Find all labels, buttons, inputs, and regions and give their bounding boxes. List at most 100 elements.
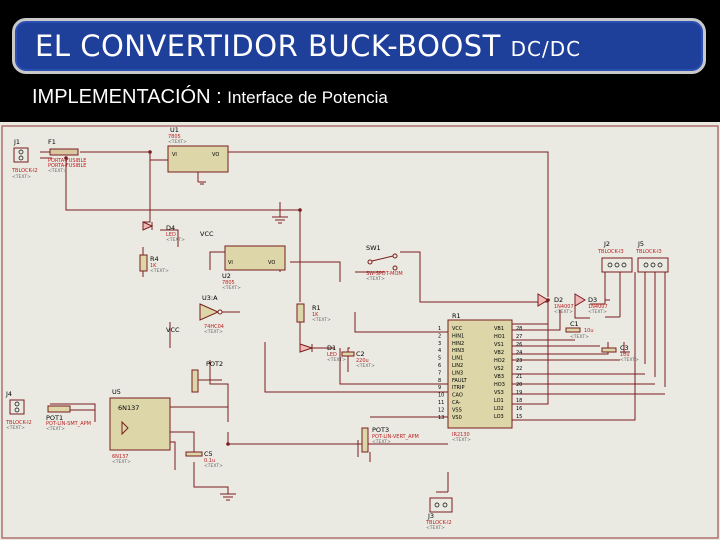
subtitle-detail: Interface de Potencia: [227, 88, 388, 107]
c5-text: <TEXT>: [204, 463, 223, 469]
circuit-schematic: J1 TBLOCK-I2 <TEXT> F1 PORTA-FUSIBLE POR…: [0, 122, 720, 540]
j4-ref: J4: [5, 390, 12, 398]
optocoupler-u5: U5 6N137 6N137 <TEXT>: [109, 388, 171, 465]
subtitle-main: IMPLEMENTACIÓN :: [32, 86, 222, 108]
ir-text: <TEXT>: [452, 437, 471, 443]
u2-text: <TEXT>: [222, 285, 241, 291]
ic-pin-left-number: 4: [438, 348, 441, 354]
r1-ref: R1: [312, 304, 321, 312]
ic-pin-right-label: LO2: [494, 406, 504, 412]
inverter-u3a: U3:A 74HC04 <TEXT>: [199, 294, 224, 335]
fuse-f1: F1 PORTA-FUSIBLE PORTA-FUSIBLE <TEXT>: [48, 138, 86, 174]
d2-text: <TEXT>: [554, 309, 573, 315]
j3-text: <TEXT>: [426, 525, 445, 531]
ic-pin-left-label: HIN1: [452, 333, 464, 339]
pot3-value: POT-LIN-VERT_APM: [372, 434, 419, 440]
connector-j1: J1 TBLOCK-I2 <TEXT>: [11, 138, 38, 180]
ic-pin-right-label: HO2: [494, 358, 505, 364]
resistor-r1: R1 1K <TEXT>: [296, 303, 331, 323]
ic-pin-right-number: 21: [516, 374, 522, 380]
u1-pin-vi: VI: [172, 152, 177, 158]
d4-ref: D4: [166, 224, 175, 232]
ir-value: IR2130: [452, 432, 470, 438]
d3-value: 1N4007: [588, 304, 608, 310]
sheet-border: [1, 125, 719, 539]
d4-value: LED: [166, 232, 176, 238]
ic-pin-left-number: 12: [438, 407, 444, 413]
led-d1: D1 LED <TEXT>: [299, 343, 346, 363]
c1-ref: C1: [570, 320, 579, 328]
f1-value2: PORTA-FUSIBLE: [48, 163, 86, 169]
ic-pin-left-number: 1: [438, 326, 441, 332]
capacitor-c1: C1 10u <TEXT>: [565, 320, 594, 340]
ground-symbol-2: [220, 493, 236, 501]
led-d4: D4 LED <TEXT>: [142, 221, 185, 243]
title-text: EL CONVERTIDOR BUCK-BOOST: [35, 29, 501, 63]
u1-value: 7805: [168, 134, 181, 140]
ic-pin-left-number: 2: [438, 333, 441, 339]
c2-text: <TEXT>: [356, 363, 375, 369]
f1-ref: F1: [48, 138, 56, 146]
regulator-u2: VI VO U2 7805 <TEXT>: [222, 245, 286, 291]
ic-pin-left-label: HIN3: [452, 348, 464, 354]
j3-value: TBLOCK-I2: [425, 520, 452, 526]
j5-ref: J5: [637, 240, 644, 248]
title-banner: EL CONVERTIDOR BUCK-BOOST DC/DC: [12, 18, 706, 74]
u2-pin-vo: VO: [268, 260, 275, 266]
pot1-value: POT-LIN-SMT_APM: [46, 421, 91, 427]
ic-pin-right-number: 16: [516, 406, 522, 412]
r4-ref: R4: [150, 255, 159, 263]
sw1-value: SW-SPDT-MOM: [366, 271, 403, 277]
ic-ir2130: R1 IR2130 <TEXT> VCC1HIN12HIN23HIN34LIN1…: [438, 312, 522, 443]
ic-pin-right-label: VB2: [494, 350, 504, 356]
slide-subtitle: IMPLEMENTACIÓN : Interface de Potencia: [32, 86, 388, 109]
regulator-u1: VI VO U1 7805 <TEXT>: [167, 126, 229, 185]
ic-pin-left-number: 9: [438, 385, 441, 391]
u3a-value: 74HC04: [204, 324, 224, 330]
ic-pin-left-label: CAO: [452, 393, 463, 399]
u2-value: 7805: [222, 280, 235, 286]
ic-pin-right-number: 20: [516, 382, 522, 388]
potentiometer-pot3: POT3 POT-LIN-VERT_APM <TEXT>: [361, 426, 419, 453]
ic-pin-left-number: 11: [438, 400, 444, 406]
ic-pin-left-number: 7: [438, 370, 441, 376]
ic-pin-left-number: 5: [438, 356, 441, 362]
ic-pin-left-label: LIN3: [452, 370, 463, 376]
diode-d2: D2 1N4007 <TEXT>: [537, 293, 574, 315]
potentiometer-pot1: POT1 POT-LIN-SMT_APM <TEXT>: [46, 405, 91, 432]
u2-ref: U2: [222, 272, 231, 280]
ground-symbol: [272, 216, 288, 224]
capacitor-c2: C2 220u <TEXT>: [341, 350, 375, 369]
potentiometer-pot2: POT2: [191, 360, 223, 393]
ic-pin-left-number: 10: [438, 393, 444, 399]
vcc1-label: VCC: [200, 230, 214, 238]
ic-pin-right-number: 18: [516, 398, 522, 404]
c3-ref: C3: [620, 344, 629, 352]
d1-text: <TEXT>: [327, 357, 346, 363]
ic-pin-right-number: 19: [516, 390, 522, 396]
r1-value: 1K: [312, 312, 319, 318]
j3-ref: J3: [427, 512, 434, 520]
j2-ref: J2: [603, 240, 610, 248]
c3-value: 10u: [620, 352, 630, 358]
connector-j3: J3 TBLOCK-I2 <TEXT>: [425, 497, 453, 531]
d2-value: 1N4007: [554, 304, 574, 310]
pot3-text: <TEXT>: [372, 439, 391, 445]
ic-pin-left-label: LIN2: [452, 363, 463, 369]
j1-value: TBLOCK-I2: [11, 168, 38, 174]
d3-ref: D3: [588, 296, 597, 304]
ic-pin-left-number: 6: [438, 363, 441, 369]
diode-d3: D3 1N4007 <TEXT>: [574, 293, 608, 315]
u2-pin-vi: VI: [228, 260, 233, 266]
connector-j4: J4 TBLOCK-I2 <TEXT>: [5, 390, 32, 431]
ic-pin-left-number: 8: [438, 378, 441, 384]
u3a-ref: U3:A: [202, 294, 218, 302]
j2-value: TBLOCK-I3: [597, 249, 624, 255]
title-suffix: DC/DC: [510, 37, 582, 61]
u5-sub: 6N137: [112, 454, 128, 460]
ic-pin-right-number: 26: [516, 342, 522, 348]
ic-pin-right-number: 28: [516, 326, 522, 332]
u1-pin-vo: VO: [212, 152, 219, 158]
ic-pin-left-label: VCC: [452, 326, 463, 332]
j4-value: TBLOCK-I2: [5, 420, 32, 426]
